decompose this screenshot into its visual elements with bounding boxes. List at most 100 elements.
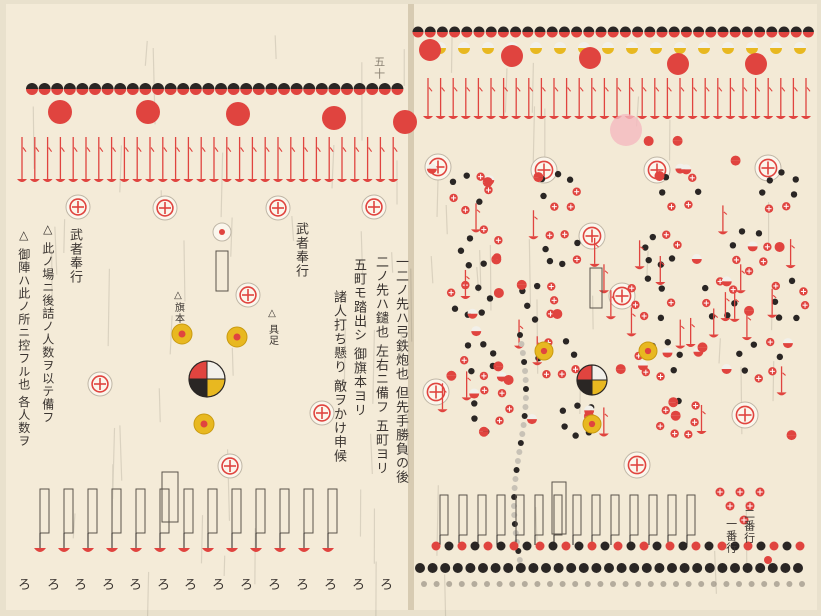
rear-mark	[497, 581, 503, 587]
black-dot-mark	[560, 408, 566, 414]
rear-mark	[471, 581, 477, 587]
rear-dot-mark	[484, 542, 493, 551]
row-mark: ろ	[157, 574, 170, 593]
note-right-column-a: 一二ノ先ハ弓鉄炮也 但先手勝負の後	[392, 255, 407, 555]
column-dot-mark	[521, 359, 527, 365]
black-dot-mark	[476, 199, 482, 205]
rear-mark	[560, 581, 566, 587]
black-dot-mark	[574, 402, 580, 408]
column-dot-mark	[516, 449, 522, 455]
red-disc-icon	[136, 100, 160, 124]
rear-dot-mark	[415, 563, 425, 573]
yellow-disc-icon	[179, 331, 186, 338]
black-dot-mark	[547, 258, 553, 264]
black-dot-mark	[658, 315, 664, 321]
column-dot-mark	[523, 377, 529, 383]
column-dot-mark	[518, 440, 524, 446]
rear-dot-mark	[579, 563, 589, 573]
black-dot-mark	[659, 189, 665, 195]
rear-dot-mark	[780, 563, 790, 573]
note-right-column-b: 二ノ先ハ鑓也 左右ニ備フ 五町ヨリ	[372, 255, 387, 555]
rear-dot-mark	[768, 563, 778, 573]
rear-dot-mark	[730, 563, 740, 573]
target-dot-icon	[219, 229, 225, 235]
column-dot-mark	[514, 467, 520, 473]
note-left-column-a: △ 此ノ場ニ後詰ノ人数ヲ以テ備フ	[40, 222, 54, 452]
note-hatamoto: △旗本	[172, 290, 184, 324]
rear-dot-mark	[458, 542, 467, 551]
rear-mark	[421, 581, 427, 587]
yellow-disc-icon	[645, 348, 651, 354]
rear-mark	[723, 581, 729, 587]
row-mark: ろ	[296, 574, 309, 593]
rear-dot-mark	[440, 563, 450, 573]
rear-dot-mark	[601, 542, 610, 551]
rear-dot-mark	[755, 563, 765, 573]
note-ichiban-gyo: 一番行	[724, 518, 737, 554]
rear-mark	[446, 581, 452, 587]
column-dot-mark	[521, 422, 527, 428]
rear-dot-mark	[528, 563, 538, 573]
bleed-stroke	[232, 348, 233, 376]
black-dot-mark	[490, 350, 496, 356]
rear-mark	[799, 581, 805, 587]
yellow-disc-icon	[541, 348, 547, 354]
black-dot-mark	[574, 240, 580, 246]
column-dot-mark	[512, 476, 518, 482]
black-dot-mark	[572, 432, 578, 438]
rear-mark	[434, 581, 440, 587]
column-dot-mark	[522, 404, 528, 410]
column-dot-mark	[517, 557, 523, 563]
rear-mark	[623, 581, 629, 587]
black-dot-mark	[646, 257, 652, 263]
note-gusoku: △ 具足	[266, 308, 278, 346]
row-mark: ろ	[47, 574, 60, 593]
rear-dot-mark	[497, 542, 506, 551]
row-mark: ろ	[184, 574, 197, 593]
column-dot-mark	[515, 458, 521, 464]
rear-dot-mark	[692, 542, 701, 551]
rear-dot-mark	[793, 563, 803, 573]
black-dot-mark	[524, 303, 530, 309]
rear-dot-mark	[471, 542, 480, 551]
rear-mark	[660, 581, 666, 587]
rear-mark	[749, 581, 755, 587]
black-dot-mark	[736, 351, 742, 357]
rear-mark	[786, 581, 792, 587]
bleed-stroke	[452, 33, 453, 72]
column-dot-mark	[523, 386, 529, 392]
column-dot-mark	[512, 521, 518, 527]
rear-dot-mark	[666, 542, 675, 551]
black-dot-mark	[450, 179, 456, 185]
page-number-label: 五十	[372, 56, 385, 80]
red-disc-icon	[226, 102, 250, 126]
rear-mark	[761, 581, 767, 587]
column-dot-mark	[512, 485, 518, 491]
red-disc-icon	[764, 556, 772, 564]
black-dot-mark	[561, 423, 567, 429]
black-dot-mark	[650, 234, 656, 240]
black-dot-mark	[793, 176, 799, 182]
rear-dot-mark	[523, 542, 532, 551]
black-dot-mark	[751, 341, 757, 347]
note-right-column-c: 五町モ踏出シ 御旗本ヨリ	[350, 258, 365, 558]
note-musha-bugyo-1: 武者奉行	[66, 228, 81, 284]
black-dot-mark	[571, 351, 577, 357]
rear-mark	[522, 581, 528, 587]
rear-mark	[509, 581, 515, 587]
rear-mark	[774, 581, 780, 587]
red-disc-icon	[393, 110, 417, 134]
rear-dot-mark	[679, 542, 688, 551]
red-disc-icon	[322, 106, 346, 130]
rear-mark	[736, 581, 742, 587]
rear-dot-mark	[653, 542, 662, 551]
black-dot-mark	[730, 242, 736, 248]
rear-dot-mark	[478, 563, 488, 573]
black-dot-mark	[487, 295, 493, 301]
rear-mark	[673, 581, 679, 587]
black-dot-mark	[567, 177, 573, 183]
bleed-stroke	[593, 296, 594, 330]
black-dot-mark	[542, 246, 548, 252]
rear-mark	[534, 581, 540, 587]
rear-dot-mark	[549, 542, 558, 551]
